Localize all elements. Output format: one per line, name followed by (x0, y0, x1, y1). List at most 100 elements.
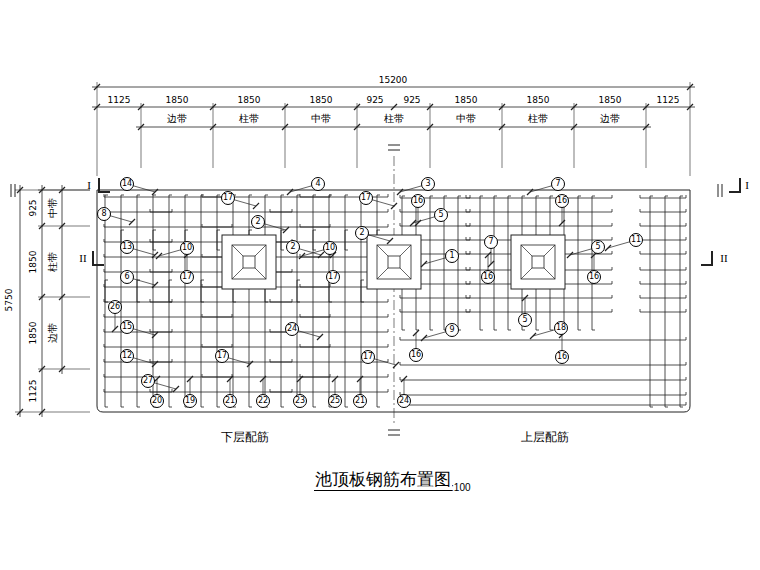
strip-label: 柱带 (48, 251, 58, 273)
callout-number: 17 (326, 270, 340, 284)
dimension-text: 1850 (237, 96, 262, 105)
drawing-line (522, 295, 528, 301)
rebar-bar (640, 309, 686, 312)
strip-label: 柱带 (383, 114, 405, 124)
rebar-bar (650, 196, 653, 407)
rebar-bar (400, 392, 686, 395)
rebar-bar (430, 196, 433, 330)
rebar-bar (400, 377, 686, 380)
drawing-line (255, 268, 266, 279)
rebar-bar (466, 223, 612, 226)
drawing-line (400, 268, 411, 279)
dimension-text: 1850 (526, 96, 551, 105)
section-mark-label: II (719, 253, 728, 264)
drawing-line (129, 219, 135, 225)
rebar-bar (104, 314, 232, 317)
drawing-line (357, 376, 363, 382)
rebar-bar (150, 299, 292, 302)
callout-number: 16 (411, 194, 425, 208)
drawing-line (332, 376, 338, 382)
callout-number: 7 (484, 235, 498, 249)
rebar-bar (345, 230, 348, 407)
drawing-line (530, 333, 536, 339)
column-drop (521, 245, 555, 279)
strip-label: 边带 (48, 322, 58, 344)
callout-number: 12 (120, 349, 134, 363)
rebar-bar (104, 224, 232, 227)
section-mark (701, 251, 712, 265)
column-capital (222, 235, 276, 289)
callout-number: 19 (183, 394, 197, 408)
callout-number: 16 (481, 270, 495, 284)
drawing-line (410, 220, 416, 226)
rebar-bar (281, 195, 284, 250)
rebar-bar (104, 209, 172, 212)
section-mark-label: I (86, 180, 92, 191)
drawing-line (283, 227, 289, 233)
rebar-bar (121, 230, 124, 407)
drawing-line (15, 412, 90, 413)
drawing-line (42, 185, 43, 417)
callout-number: 4 (311, 177, 325, 191)
rebar-bar (137, 280, 140, 407)
callout-number: 25 (328, 394, 342, 408)
dimension-text: 1850 (165, 96, 190, 105)
rebar-bar (640, 295, 686, 298)
rebar-bar (313, 195, 316, 250)
rebar-bar (150, 209, 292, 212)
callout-number: 9 (445, 323, 459, 337)
strip-label: 中带 (310, 114, 332, 124)
drawing-line (15, 190, 90, 191)
rebar-bar (640, 223, 686, 226)
strip-label: 柱带 (238, 114, 260, 124)
dimension-text: 1850 (309, 96, 334, 105)
callout-number: 21 (353, 394, 367, 408)
drawing-line (488, 261, 494, 267)
rebar-bar (345, 195, 348, 250)
rebar-bar (169, 195, 172, 302)
drawing-line (421, 261, 427, 267)
callout-number: 2 (355, 226, 369, 240)
callout-number: 16 (587, 270, 601, 284)
callout-number: 7 (551, 177, 565, 191)
drawing-line (11, 184, 12, 197)
section-mark (729, 178, 740, 192)
rebar-bar (217, 230, 220, 407)
drawing-line (391, 104, 397, 110)
drawing-line (187, 376, 193, 382)
rebar-bar (466, 295, 612, 298)
column-drop (232, 245, 266, 279)
column-section (243, 256, 255, 268)
drawing-line (213, 103, 214, 168)
rebar-bar (640, 267, 686, 270)
dimension-text: 1850 (598, 96, 623, 105)
drawing-line (430, 103, 431, 168)
callout-number: 20 (150, 394, 164, 408)
strip-label: 柱带 (527, 114, 549, 124)
strip-label: 边带 (599, 114, 621, 124)
rebar-bar (233, 280, 236, 407)
callout-number: 18 (554, 321, 568, 335)
drawing-line (377, 245, 388, 256)
rebar-bar (104, 284, 232, 287)
rebar-bar (400, 337, 686, 340)
dimension-text: 1125 (656, 96, 681, 105)
section-mark-label: II (78, 253, 87, 264)
rebar-bar (640, 195, 686, 198)
drawing-line (521, 268, 532, 279)
rebar-bar (361, 195, 364, 302)
drawing-line (112, 326, 118, 332)
rebar-bar (640, 237, 686, 240)
rebar-bar (150, 329, 292, 332)
column-capitals (222, 235, 565, 289)
rebar-bar (680, 196, 683, 407)
dimension-text: 15200 (378, 76, 409, 85)
rebar-bar (313, 230, 316, 407)
slab (97, 190, 690, 412)
drawing-line (97, 82, 98, 176)
drawing-line (260, 376, 266, 382)
rebar-bar (104, 239, 172, 242)
callout-number: 17 (180, 270, 194, 284)
drawing-line (605, 245, 611, 251)
